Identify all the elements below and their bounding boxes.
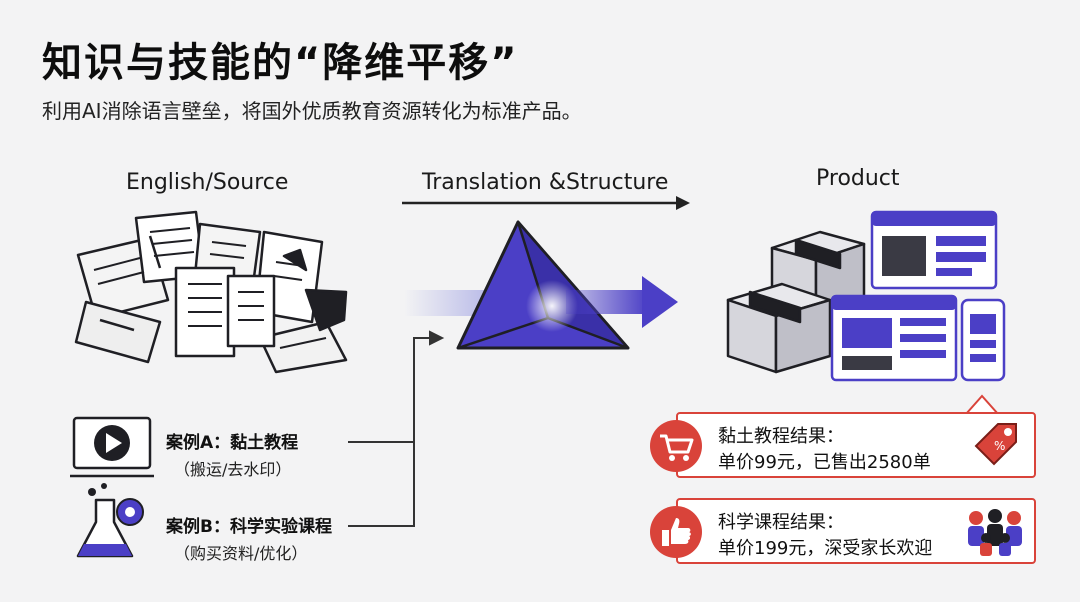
result-clay-title: 黏土教程结果：: [718, 426, 844, 447]
shopping-cart-icon: [650, 420, 702, 472]
result-science-title: 科学课程结果：: [718, 512, 844, 533]
case-b-title: 案例B：科学实验课程: [166, 517, 332, 537]
top-flow-arrow: [402, 196, 690, 210]
output-arrow: [566, 276, 678, 328]
translation-column-heading: Translation &Structure: [422, 170, 669, 195]
thumbs-up-icon: [650, 506, 702, 558]
result-clay-detail: 单价99元，已售出2580单: [718, 452, 931, 473]
document-pile-icon: [74, 210, 348, 374]
video-play-icon: [70, 416, 154, 478]
document-text-lines: [93, 227, 327, 349]
case-connectors: [348, 330, 445, 527]
case-a-title: 案例A：黏土教程: [166, 433, 299, 453]
product-boxes-icon: [726, 230, 866, 374]
flask-gear-icon: [76, 483, 144, 558]
case-b-subtitle: （购买资料/优化）: [174, 544, 308, 563]
page-title: 知识与技能的“降维平移”: [42, 40, 519, 86]
product-column-heading: Product: [816, 166, 900, 191]
svg-text:%: %: [994, 439, 1005, 453]
price-tag-icon: %: [974, 423, 1017, 466]
page-subtitle: 利用AI消除语言壁垒，将国外优质教育资源转化为标准产品。: [42, 99, 582, 123]
web-window-icon: [830, 210, 1006, 382]
source-column-heading: English/Source: [126, 170, 289, 195]
result-card-clay: 黏土教程结果： 单价99元，已售出2580单: [676, 412, 1036, 478]
family-group-icon: [968, 509, 1022, 556]
case-a-subtitle: （搬运/去水印）: [174, 460, 292, 479]
prism-icon: [456, 220, 630, 350]
result-science-detail: 单价199元，深受家长欢迎: [718, 538, 933, 559]
